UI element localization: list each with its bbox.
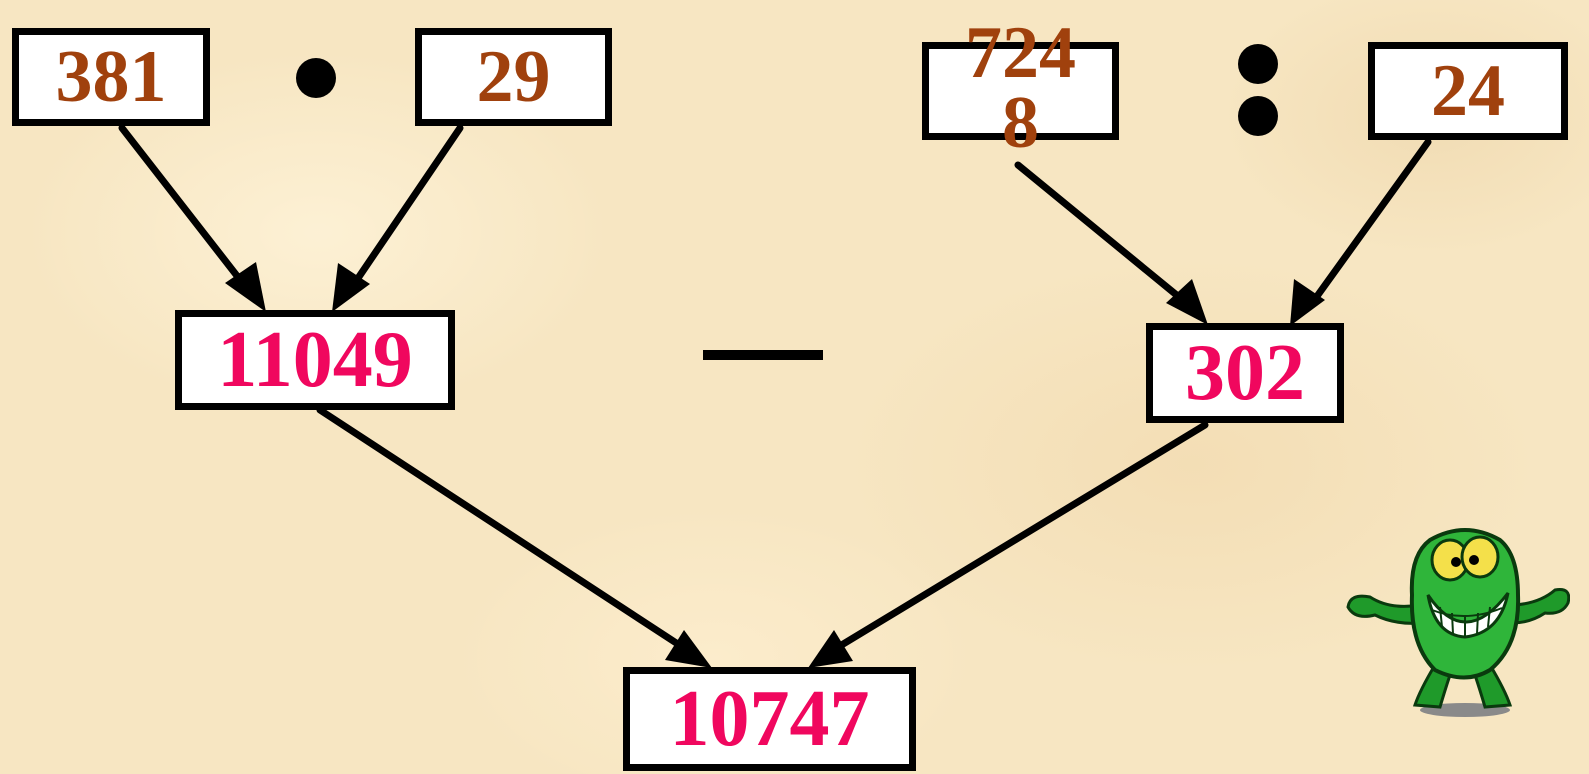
arrowhead-381 <box>225 262 266 312</box>
operand-7248-value: 7248 <box>965 11 1076 164</box>
arrow-24-to-quotient <box>1306 138 1432 310</box>
arrow-7248-to-quotient <box>1014 161 1194 310</box>
quotient-result-box: 302 <box>1146 323 1344 423</box>
arrowhead-7248 <box>1166 279 1208 325</box>
product-result-box: 11049 <box>175 310 455 410</box>
arrow-quotient-to-difference <box>826 421 1209 656</box>
operand-29-value: 29 <box>476 36 551 118</box>
product-result-value: 11049 <box>217 316 413 404</box>
arrowhead-quotient <box>808 630 853 668</box>
difference-result-box: 10747 <box>623 667 916 771</box>
frog-mascot-icon <box>1346 528 1570 717</box>
divide-colon-top-dot <box>1238 44 1278 84</box>
arrow-381-to-product <box>118 124 252 294</box>
operand-7248-box: 7248 <box>922 16 1119 160</box>
operand-24-value: 24 <box>1431 50 1505 132</box>
arrow-product-to-difference <box>316 406 694 656</box>
arrow-29-to-product <box>346 124 464 294</box>
quotient-result-value: 302 <box>1185 329 1305 417</box>
multiply-dot-operator <box>296 58 336 98</box>
arrowhead-24 <box>1290 279 1325 326</box>
arrowhead-product <box>665 630 712 668</box>
operand-381-value: 381 <box>55 36 167 118</box>
difference-result-value: 10747 <box>669 675 870 763</box>
operand-29-box: 29 <box>415 28 612 126</box>
operand-381-box: 381 <box>12 28 210 126</box>
arrowhead-29 <box>332 263 370 312</box>
divide-colon-bottom-dot <box>1238 96 1278 136</box>
subtract-dash-operator <box>703 350 823 360</box>
operand-24-box: 24 <box>1368 42 1568 140</box>
